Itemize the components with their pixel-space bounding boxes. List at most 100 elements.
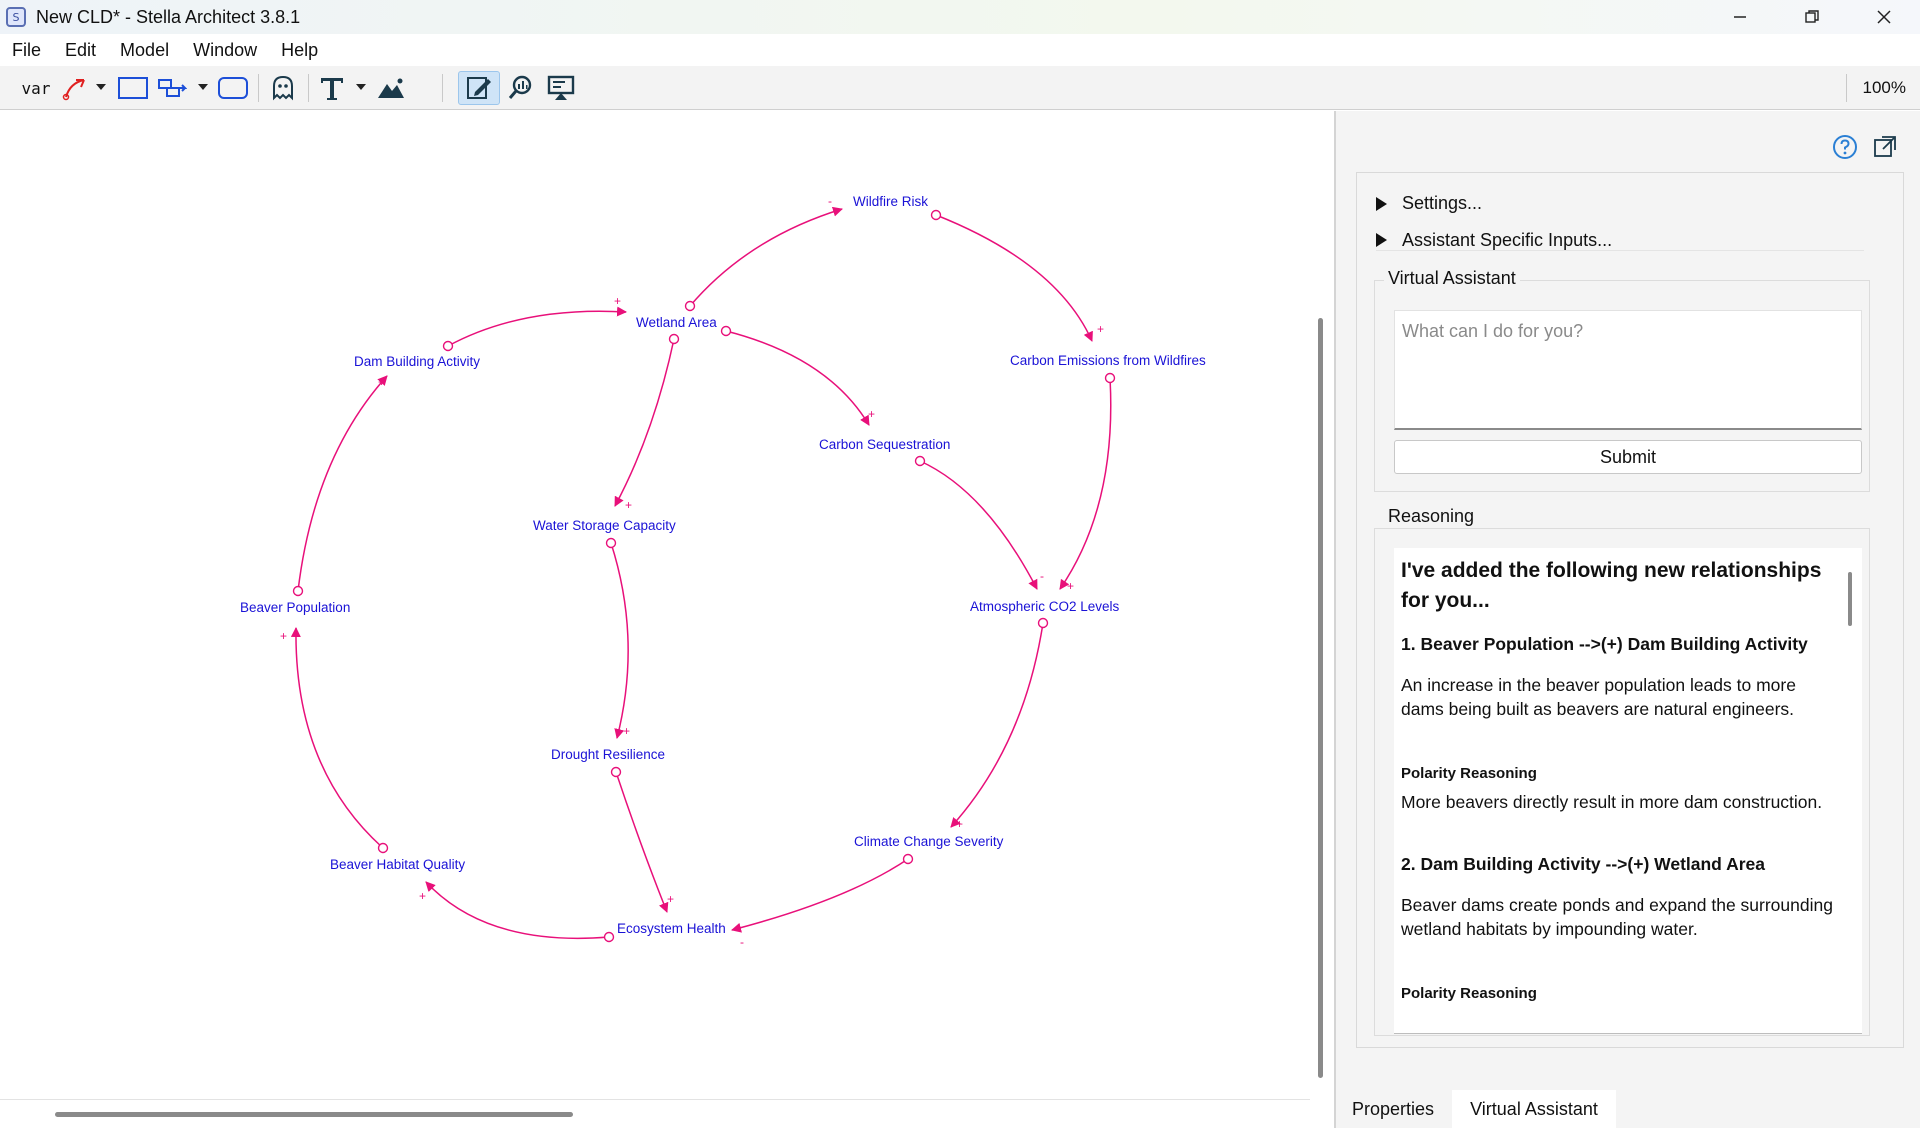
var-drought-resilience[interactable]: Drought Resilience [551,747,665,762]
loop-tool-button[interactable] [116,71,150,105]
relationship-1-title: 1. Beaver Population -->(+) Dam Building… [1401,634,1808,654]
var-carbon-sequestration[interactable]: Carbon Sequestration [819,437,950,452]
relationship-1-polarity-text: More beavers directly result in more dam… [1401,792,1823,812]
polarity-dam: + [378,375,385,389]
minimize-button[interactable] [1704,0,1776,34]
window-title: New CLD* - Stella Architect 3.8.1 [36,6,301,27]
virtual-assistant-group-label: Virtual Assistant [1384,268,1520,289]
var-water-storage[interactable]: Water Storage Capacity [533,518,676,533]
polarity-wildfire: - [828,194,832,208]
polarity-ecosystem-b: - [740,935,744,949]
text-tool-dropdown[interactable] [354,71,368,105]
polarity-water: + [625,498,632,512]
panel-splitter[interactable] [1334,111,1336,1128]
diagram-canvas[interactable]: - + + + + - + + + + + - + + Wildfire Ris… [0,111,1310,1099]
var-dam-building[interactable]: Dam Building Activity [354,354,480,369]
image-tool-button[interactable] [374,71,408,105]
var-habitat-quality[interactable]: Beaver Habitat Quality [330,857,465,872]
link-emissions-co2 [1059,377,1112,590]
menu-bar: File Edit Model Window Help [0,34,1920,66]
model-mode-button[interactable] [458,71,500,105]
help-button[interactable] [1832,134,1858,165]
link-dam-wetland [447,306,627,347]
var-wetland-area[interactable]: Wetland Area [636,315,717,330]
polarity-wetland: + [614,294,621,308]
chevron-down-icon [198,84,208,90]
reasoning-text-area[interactable]: I've added the following new relationshi… [1394,548,1862,1034]
ghost-icon [273,75,293,101]
relationship-1-polarity-label: Polarity Reasoning [1401,765,1537,782]
expand-triangle-icon [1376,196,1387,211]
var-wildfire-risk[interactable]: Wildfire Risk [853,194,928,209]
var-tool-button[interactable]: var [21,78,51,98]
polarity-sequestration: + [868,407,875,421]
relationship-2-polarity-label: Polarity Reasoning [1401,985,1537,1002]
close-icon [1877,10,1891,24]
menu-window[interactable]: Window [193,39,258,60]
tab-properties[interactable]: Properties [1351,1098,1435,1119]
submit-button[interactable]: Submit [1394,440,1862,474]
link-wetland-wildfire [689,206,843,307]
link-ecosystem-habitat [425,881,610,940]
polarity-drought: + [623,724,630,738]
var-atmospheric-co2[interactable]: Atmospheric CO2 Levels [970,599,1120,614]
canvas-horizontal-scrollbar[interactable] [55,1112,573,1117]
interface-mode-button[interactable] [542,71,580,105]
relationship-2-title: 2. Dam Building Activity -->(+) Wetland … [1401,854,1765,874]
link-drought-ecosystem [615,771,669,913]
link-water-drought [610,542,629,739]
reasoning-group-label: Reasoning [1384,506,1479,527]
canvas-vertical-scrollbar[interactable] [1318,318,1323,1078]
reasoning-heading: I've added the following new relationshi… [1401,559,1822,612]
close-button[interactable] [1848,0,1920,34]
link-tool-button[interactable] [60,71,90,105]
explore-mode-button[interactable] [502,71,540,105]
settings-expander[interactable]: Settings... [1376,193,1482,214]
group-tool-button[interactable] [216,71,250,105]
reasoning-scrollbar[interactable] [1848,572,1852,626]
edit-model-icon [467,77,491,99]
title-bar: S New CLD* - Stella Architect 3.8.1 [0,0,1920,34]
restore-icon [1805,10,1819,23]
polarity-co2-b: + [1067,579,1074,593]
polarity-co2-a: - [1040,569,1044,583]
link-arrow-icon [62,79,85,101]
menu-file[interactable]: File [12,39,42,60]
menu-edit[interactable]: Edit [65,39,97,60]
relationship-1-description: An increase in the beaver population lea… [1401,675,1796,719]
menu-model[interactable]: Model [120,39,170,60]
presentation-icon [547,75,575,100]
chevron-down-icon [96,84,106,90]
relationship-2-description: Beaver dams create ponds and expand the … [1401,895,1833,939]
link-beaver-dam [297,375,388,592]
link-wildfire-emissions [935,214,1093,342]
menu-help[interactable]: Help [281,39,319,60]
causal-loop-diagram: - + + + + - + + + + + - + + Wildfire Ris… [240,194,1206,949]
assistant-prompt-input[interactable]: What can I do for you? [1394,310,1862,430]
rectangle-icon [118,77,148,99]
var-carbon-emissions[interactable]: Carbon Emissions from Wildfires [1010,353,1206,368]
assistant-inputs-expander[interactable]: Assistant Specific Inputs... [1376,229,1612,251]
var-climate-change[interactable]: Climate Change Severity [854,834,1004,849]
polarity-emissions: + [1097,322,1104,336]
polarity-beaver: + [280,629,287,643]
text-tool-button[interactable] [316,71,348,105]
image-icon [378,78,404,98]
restore-button[interactable] [1776,0,1848,34]
zoom-level[interactable]: 100% [1862,78,1906,97]
help-icon [1833,135,1857,159]
minimize-icon [1734,16,1746,18]
magnify-chart-icon [508,75,532,99]
ghost-tool-button[interactable] [266,71,300,105]
link-tool-dropdown[interactable] [94,71,108,105]
popout-button[interactable] [1872,134,1898,165]
var-ecosystem-health[interactable]: Ecosystem Health [617,921,726,936]
var-beaver-population[interactable]: Beaver Population [240,600,350,615]
chevron-down-icon [356,84,366,90]
tab-virtual-assistant[interactable]: Virtual Assistant [1452,1090,1616,1128]
module-tool-button[interactable] [156,71,188,105]
expand-triangle-icon [1376,233,1387,247]
app-icon: S [6,7,26,27]
toolbar: var 100% [0,66,1920,110]
module-tool-dropdown[interactable] [196,71,210,105]
